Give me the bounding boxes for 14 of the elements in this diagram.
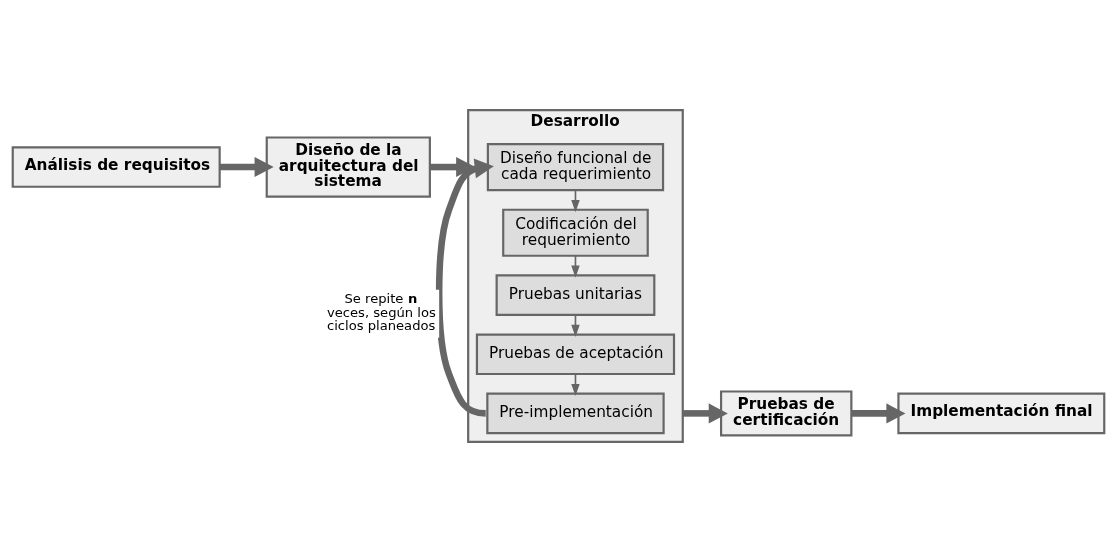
arrow [219, 157, 274, 178]
node-box: Implementación final [897, 392, 1106, 435]
edge-label: Se repite n veces, según los ciclos planeados [326, 291, 436, 333]
node-box: Codificación del requerimiento [502, 208, 649, 257]
arrow [851, 403, 906, 424]
node-box: Pruebas de certificación [720, 390, 853, 437]
node-box: Pruebas de aceptación [475, 333, 676, 376]
node-box: Diseño de la arquitectura del sistema [265, 136, 431, 198]
node-box: Diseño funcional de cada requerimiento [486, 143, 665, 192]
node-box: Análisis de requisitos [11, 146, 221, 188]
node-box: Pruebas unitarias [495, 274, 656, 316]
arrow [435, 158, 494, 417]
arrow [682, 403, 728, 424]
node-box: Pre-implementación [486, 392, 665, 435]
